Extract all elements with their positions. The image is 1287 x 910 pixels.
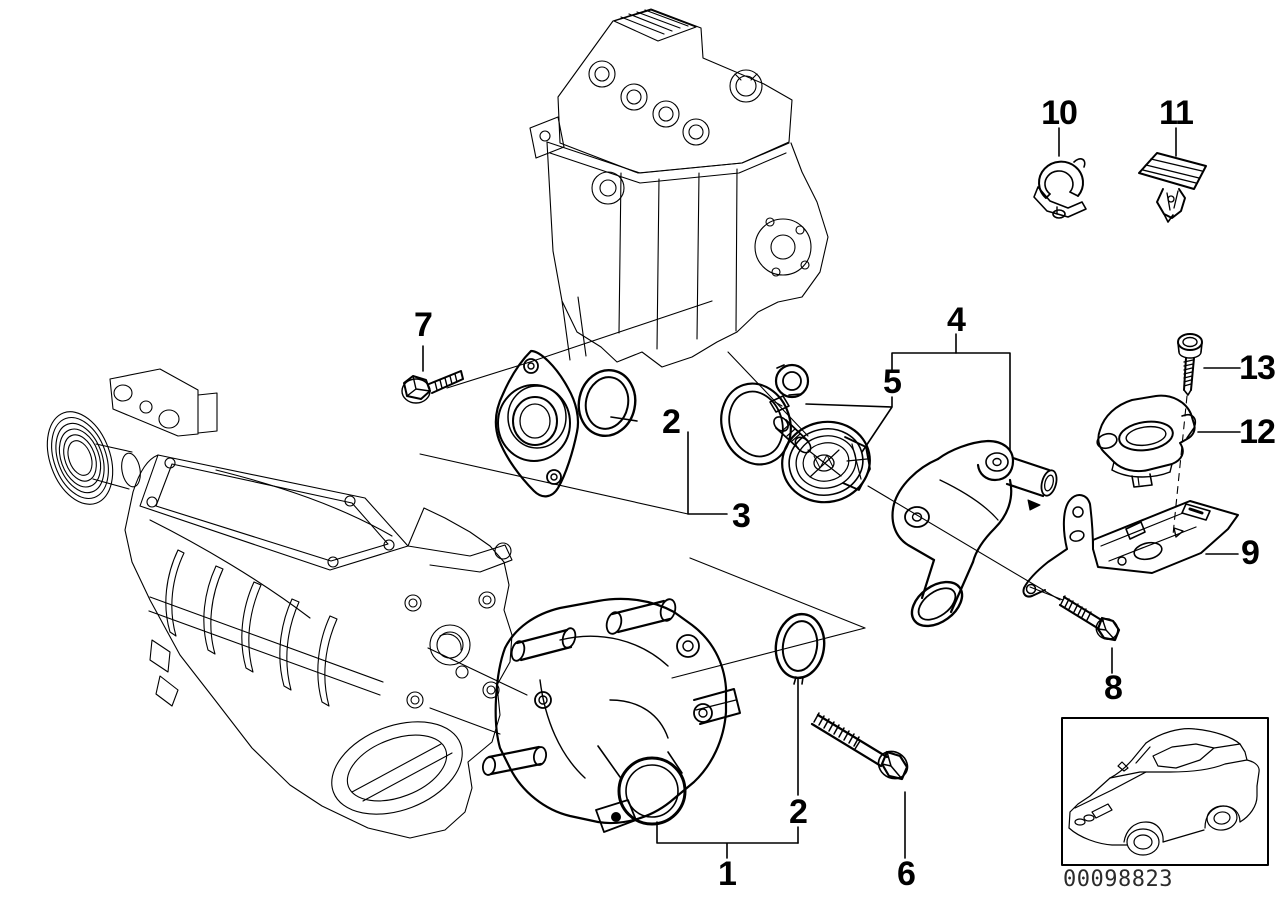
callout-10[interactable]: 10 bbox=[1041, 94, 1078, 132]
car-thumbnail bbox=[1061, 717, 1269, 866]
bolt-7 bbox=[401, 370, 464, 404]
callout-9[interactable]: 9 bbox=[1241, 534, 1260, 572]
water-pump bbox=[481, 597, 741, 833]
mounting-bracket bbox=[1022, 494, 1239, 598]
callout-7[interactable]: 7 bbox=[414, 306, 433, 344]
thermostat-gasket bbox=[720, 363, 810, 466]
callout-13[interactable]: 13 bbox=[1239, 349, 1276, 387]
bolt-6 bbox=[810, 712, 909, 781]
assembly-lines bbox=[419, 300, 1188, 735]
callout-11[interactable]: 11 bbox=[1159, 94, 1194, 132]
callout-1[interactable]: 1 bbox=[718, 855, 737, 893]
callout-6[interactable]: 6 bbox=[897, 855, 916, 893]
callout-12[interactable]: 12 bbox=[1239, 413, 1276, 451]
supercharger bbox=[46, 368, 513, 839]
engine-block bbox=[529, 8, 829, 368]
callout-4[interactable]: 4 bbox=[947, 301, 966, 339]
pulley bbox=[46, 411, 114, 505]
callout-2a[interactable]: 2 bbox=[662, 403, 681, 441]
o-ring-upper bbox=[577, 369, 637, 437]
callout-3[interactable]: 3 bbox=[732, 497, 751, 535]
callout-5[interactable]: 5 bbox=[883, 363, 902, 401]
thermostat bbox=[773, 416, 871, 504]
screw-13 bbox=[1177, 333, 1203, 396]
thermostat-housing bbox=[891, 439, 1058, 628]
o-ring-lower bbox=[774, 612, 826, 685]
image-number: 00098823 bbox=[1063, 867, 1173, 892]
callout-2b[interactable]: 2 bbox=[789, 793, 808, 831]
sensor-cover bbox=[1096, 394, 1197, 488]
callout-8[interactable]: 8 bbox=[1104, 669, 1123, 707]
leader-lines bbox=[422, 127, 1241, 859]
clip-10 bbox=[1033, 158, 1087, 219]
bolt-8 bbox=[1058, 595, 1121, 642]
clip-11 bbox=[1138, 152, 1207, 223]
coolant-flange bbox=[494, 349, 580, 498]
